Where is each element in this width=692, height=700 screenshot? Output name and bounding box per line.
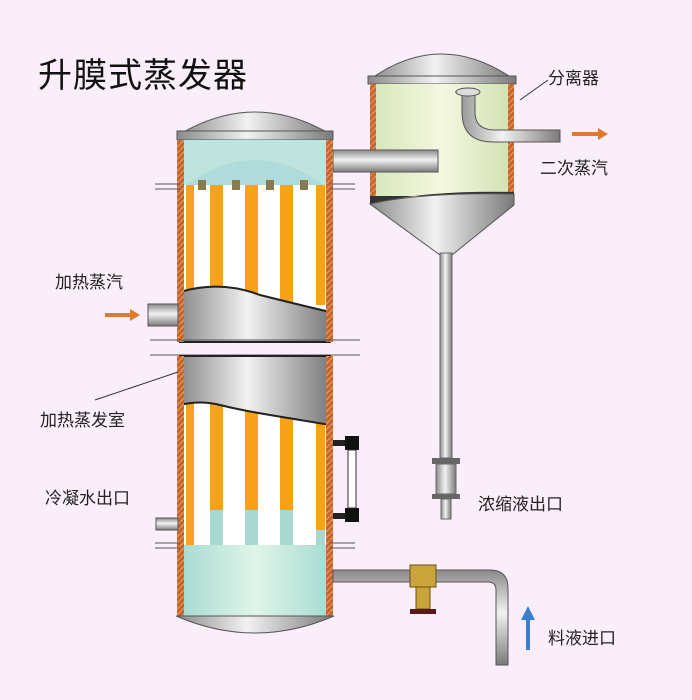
label-heating-steam: 加热蒸汽 xyxy=(55,273,123,293)
steam-out-arrow-icon xyxy=(572,128,608,140)
level-gauge xyxy=(333,436,359,522)
steam-in-arrow-icon xyxy=(105,309,140,321)
valve xyxy=(409,564,437,614)
leader-line xyxy=(94,371,179,401)
label-secondary-steam: 二次蒸汽 xyxy=(540,159,608,179)
label-concentrate-outlet: 浓缩液出口 xyxy=(478,495,563,515)
vapor-pipe xyxy=(332,149,439,173)
feed-pipe xyxy=(332,564,509,666)
condensate-pipe xyxy=(155,517,179,531)
steam-inlet-pipe xyxy=(147,303,179,327)
label-condensate-outlet: 冷凝水出口 xyxy=(45,489,130,509)
separator-vessel xyxy=(367,53,561,520)
label-feed-inlet: 料液进口 xyxy=(548,629,616,649)
heating-column xyxy=(150,111,360,634)
arrows xyxy=(105,128,608,650)
label-separator: 分离器 xyxy=(548,69,599,89)
diagram-title: 升膜式蒸发器 xyxy=(38,56,248,96)
label-heating-chamber: 加热蒸发室 xyxy=(40,411,125,431)
leader-line xyxy=(519,79,549,101)
feed-arrow-icon xyxy=(521,606,535,650)
